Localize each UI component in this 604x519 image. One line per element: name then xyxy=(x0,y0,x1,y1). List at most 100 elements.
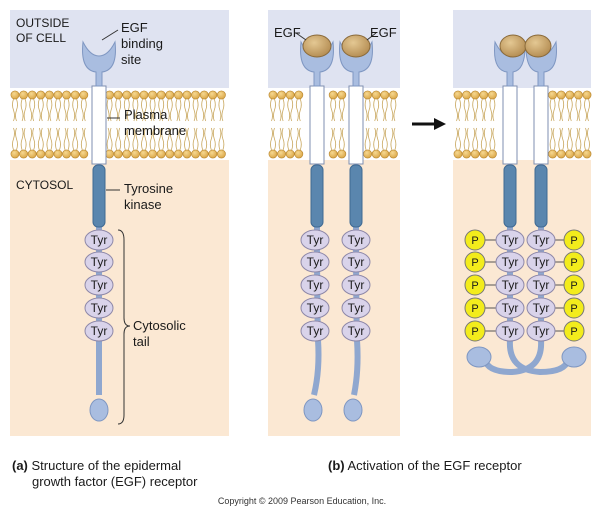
lipid-head xyxy=(165,149,175,159)
lipid-head xyxy=(574,90,583,100)
lipid-tail xyxy=(166,127,173,151)
lipid-tail xyxy=(158,127,165,151)
lipid-tail xyxy=(455,98,461,122)
lipid-head xyxy=(453,90,463,100)
lipid-tail xyxy=(278,98,285,122)
lipid-head xyxy=(470,149,480,159)
lipid-tail xyxy=(480,127,487,151)
lipid-head xyxy=(36,90,46,100)
lipid-head xyxy=(19,149,28,159)
lipid-tail xyxy=(338,127,345,151)
lipid-tail xyxy=(390,127,397,151)
lipid-head xyxy=(363,149,372,159)
svg-text:Tyr: Tyr xyxy=(533,255,550,269)
tyrosine-kinase-label-2: kinase xyxy=(124,197,162,212)
lipid-head xyxy=(487,90,497,100)
tyr-residue: Tyr xyxy=(341,229,371,251)
tyr-column-b-left: Tyr Tyr Tyr Tyr Tyr xyxy=(300,229,330,342)
lipid-tail xyxy=(218,98,225,122)
lipid-tail xyxy=(373,127,380,151)
outside-region-b1 xyxy=(268,10,400,88)
svg-text:Tyr: Tyr xyxy=(533,233,550,247)
panel-b-monomers: Tyr Tyr Tyr Tyr Tyr Tyr Tyr Tyr Tyr Tyr … xyxy=(268,10,400,436)
membrane-band xyxy=(10,88,229,160)
egf-label-left: EGF xyxy=(274,25,301,40)
lipid-tail xyxy=(549,98,556,122)
tyrosine-kinase-domain xyxy=(503,164,517,228)
lipid-tail xyxy=(46,98,53,122)
svg-text:Tyr: Tyr xyxy=(533,278,550,292)
egf-ligand xyxy=(499,34,527,58)
tyr-residue: Tyr xyxy=(300,251,330,273)
activation-arrow xyxy=(412,118,446,130)
lipid-head xyxy=(53,149,63,159)
lipid-tail xyxy=(123,98,130,122)
lipid-tail xyxy=(201,98,208,122)
phospho-tyr: Tyr P xyxy=(526,297,585,319)
svg-text:P: P xyxy=(471,303,478,315)
cytosolic-tail-bracket xyxy=(117,229,131,425)
lipid-head xyxy=(156,90,166,100)
lipid-head xyxy=(294,90,304,100)
phospho-tyr: Tyr P xyxy=(526,251,585,273)
tyr-column-a: Tyr Tyr Tyr Tyr Tyr xyxy=(84,229,114,342)
phospho-tyr-column-right: Tyr P Tyr P Tyr P Tyr P Tyr P xyxy=(526,229,585,342)
lipid-tail xyxy=(63,98,70,122)
tyr-residue: Tyr xyxy=(84,229,114,251)
svg-text:Tyr: Tyr xyxy=(307,301,324,315)
lipid-tail xyxy=(29,127,36,151)
lipid-head xyxy=(208,149,218,159)
lipid-tail xyxy=(566,98,573,122)
lipid-head xyxy=(388,90,398,100)
lipid-tail xyxy=(295,98,302,122)
lipid-head xyxy=(268,90,278,100)
plasma-membrane-b1 xyxy=(268,88,400,160)
caption-b-text: Activation of the EGF receptor xyxy=(347,458,522,473)
tyr-residue: Tyr xyxy=(341,274,371,296)
lipid-head xyxy=(380,149,390,159)
svg-text:Tyr: Tyr xyxy=(502,301,519,315)
cytosol-region xyxy=(10,160,229,436)
phospho-tyr: P Tyr xyxy=(464,297,525,319)
outside-of-cell-label: OUTSIDE xyxy=(16,16,69,30)
egf-ligand xyxy=(524,34,552,58)
transmembrane-segment xyxy=(502,85,518,165)
lipid-head xyxy=(285,149,295,159)
tyr-column-b-right: Tyr Tyr Tyr Tyr Tyr xyxy=(341,229,371,342)
lipid-tail xyxy=(364,127,371,151)
tail-crossing-left xyxy=(506,339,571,376)
plasma-membrane-label: Plasma xyxy=(124,107,168,122)
svg-text:Tyr: Tyr xyxy=(348,324,365,338)
outside-region xyxy=(10,10,229,88)
lipid-tail xyxy=(575,127,582,151)
svg-text:Tyr: Tyr xyxy=(307,255,324,269)
lipid-head xyxy=(565,149,575,159)
svg-text:P: P xyxy=(471,280,478,292)
lipid-head xyxy=(53,90,63,100)
lipid-head xyxy=(130,149,140,159)
lipid-head xyxy=(139,90,149,100)
lipid-tail xyxy=(218,127,225,151)
lipid-head xyxy=(122,90,132,100)
phospho-tyr: P Tyr xyxy=(464,229,525,251)
lipid-tail xyxy=(381,127,388,151)
svg-text:Tyr: Tyr xyxy=(348,278,365,292)
lipid-head xyxy=(27,149,37,159)
lipid-head xyxy=(130,90,140,100)
svg-text:Tyr: Tyr xyxy=(307,233,324,247)
lipid-head xyxy=(173,90,183,100)
egf-binding-label-2: binding xyxy=(121,36,163,51)
lipid-head xyxy=(487,149,497,159)
lipid-head xyxy=(363,90,372,100)
lipid-head xyxy=(462,149,471,159)
lipid-head xyxy=(122,149,132,159)
lipid-tail xyxy=(480,98,487,122)
tyr-residue: Tyr xyxy=(84,297,114,319)
lipid-tail xyxy=(489,98,496,122)
lipid-tail xyxy=(287,98,294,122)
phospho-tyr: Tyr P xyxy=(526,320,585,342)
lipid-tail xyxy=(575,98,582,122)
lipid-head xyxy=(45,90,54,100)
lipid-head xyxy=(337,90,347,100)
svg-text:Tyr: Tyr xyxy=(91,301,108,315)
